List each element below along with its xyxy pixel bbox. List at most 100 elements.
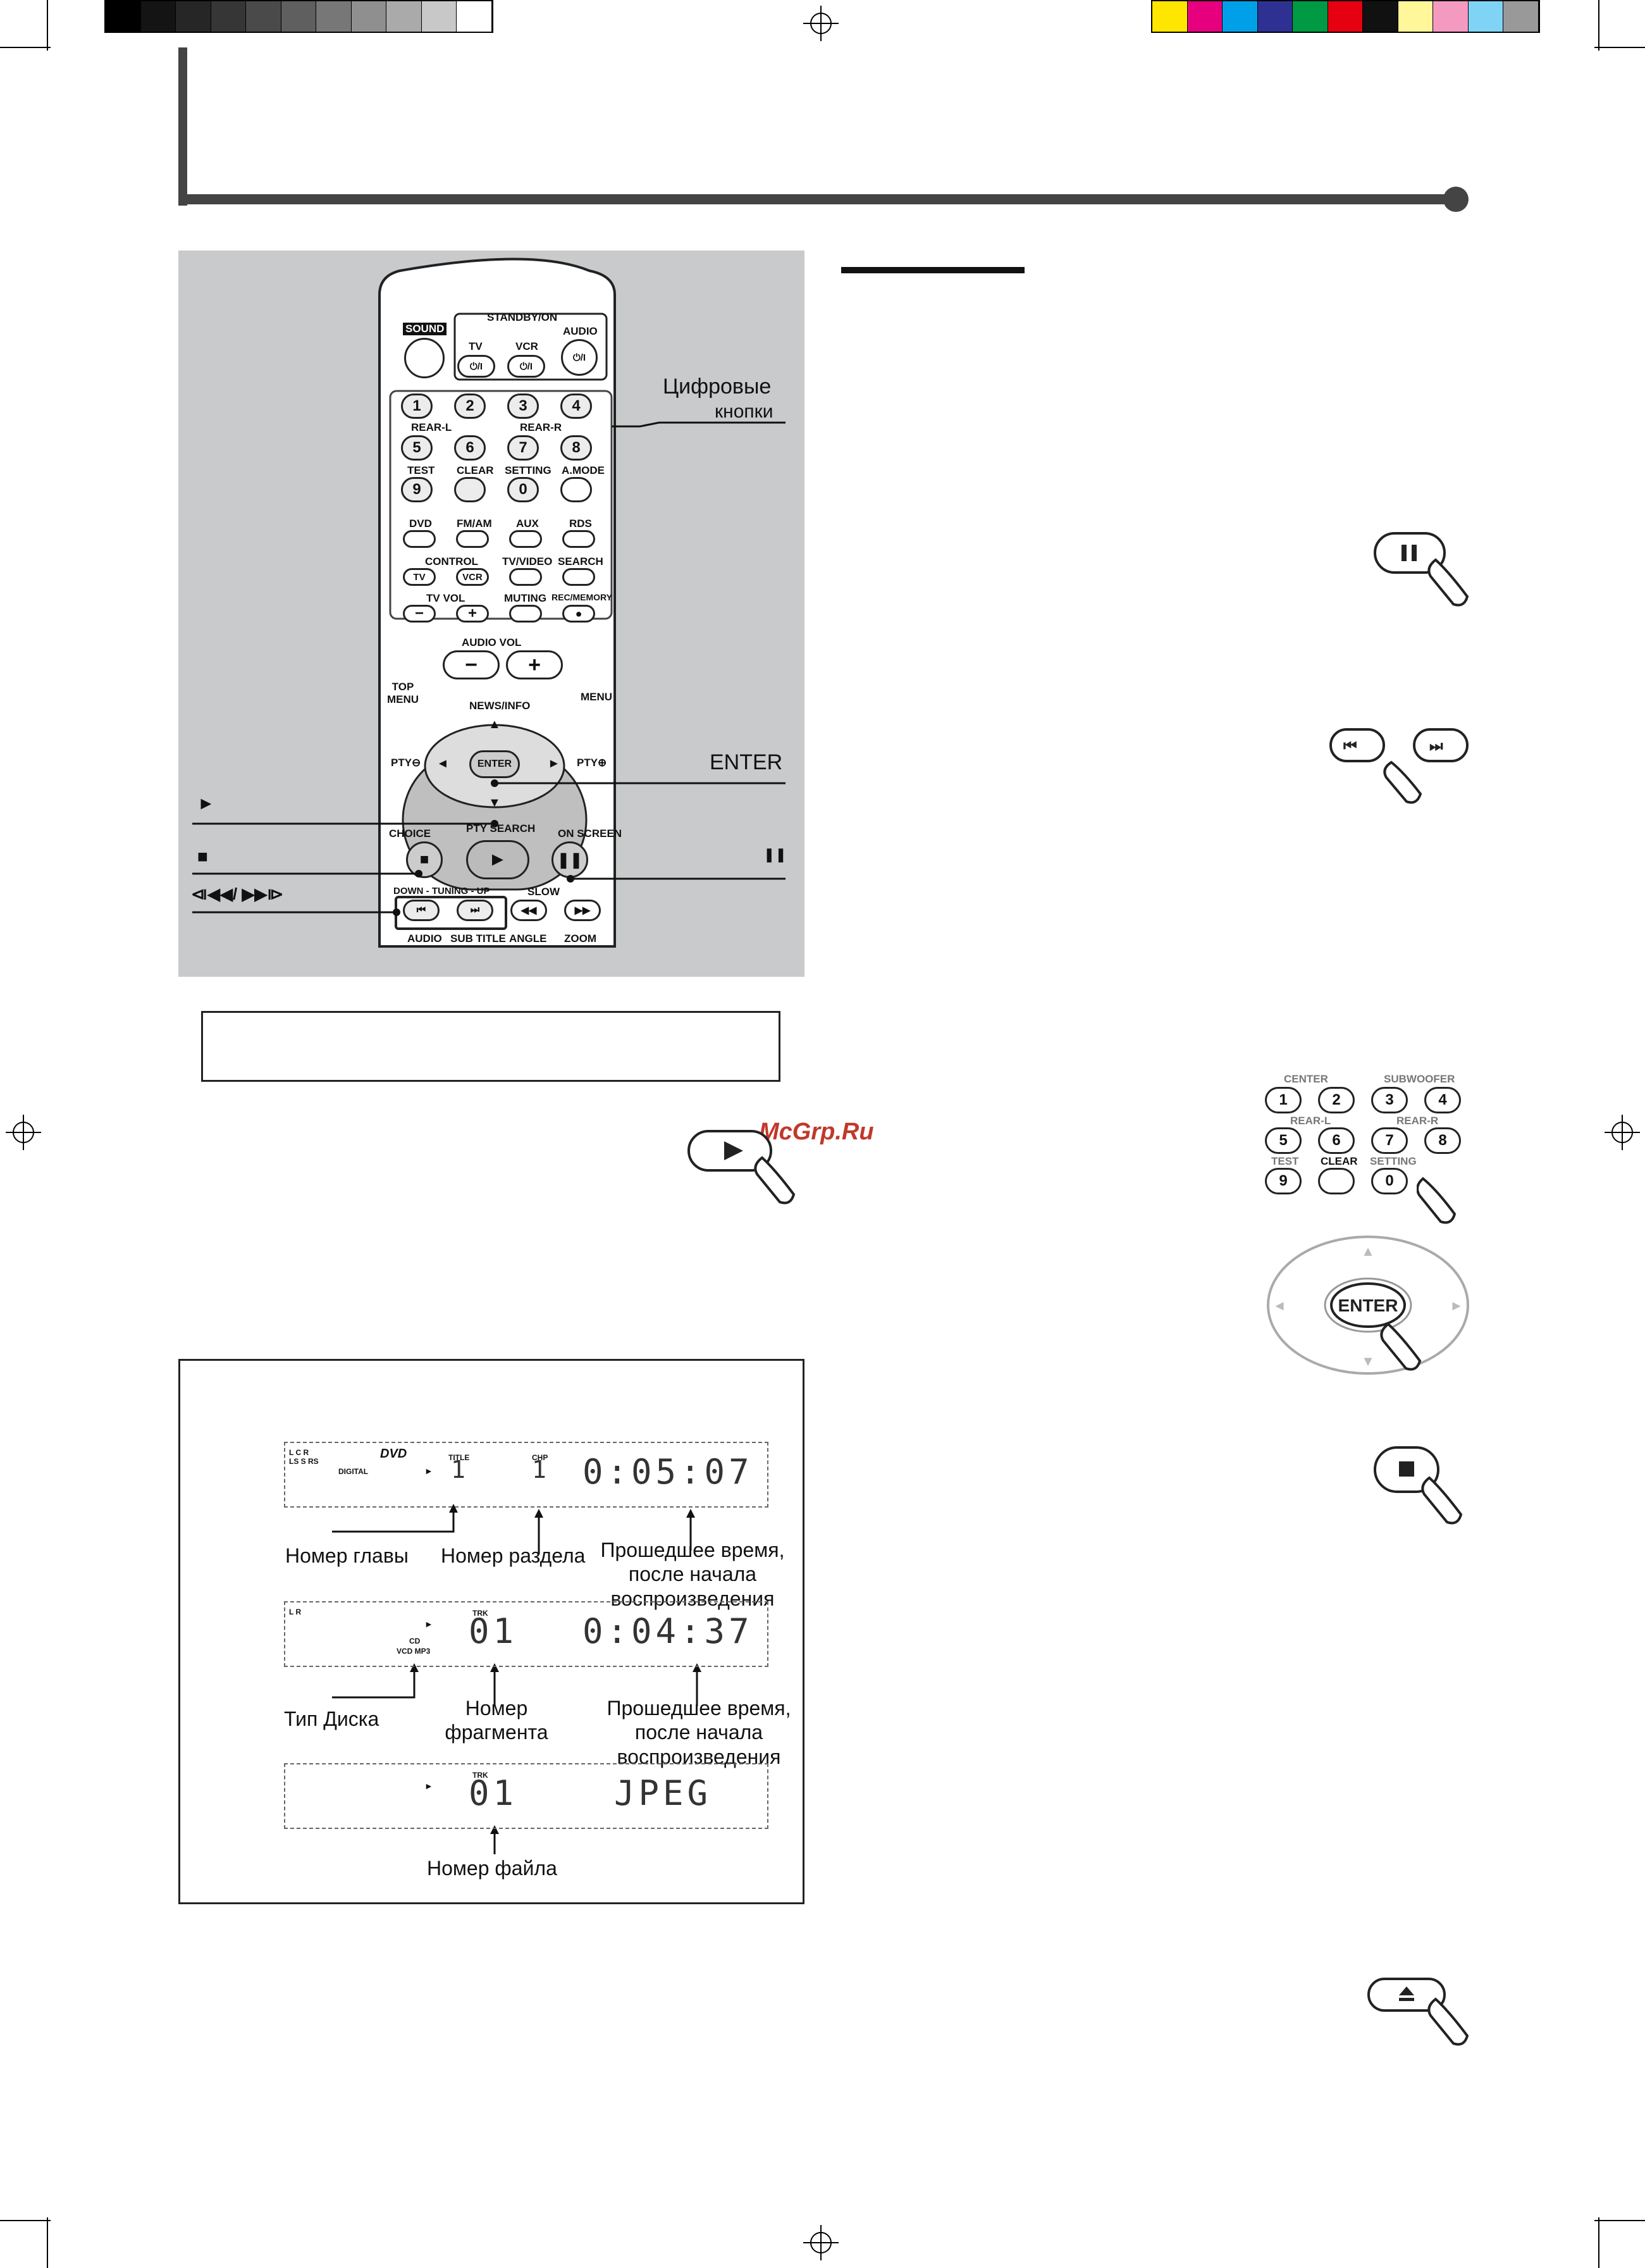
keypad-8-button[interactable]: 8 bbox=[1424, 1127, 1461, 1154]
keypad-6-button[interactable]: 6 bbox=[1318, 1127, 1355, 1154]
keypad-rear-l-label: REAR-L bbox=[1290, 1115, 1331, 1127]
clear-button[interactable] bbox=[454, 477, 486, 502]
fm-am-button[interactable] bbox=[456, 530, 489, 548]
keypad-1-button[interactable]: 1 bbox=[1265, 1087, 1302, 1113]
keypad-setting-label: SETTING bbox=[1370, 1155, 1417, 1167]
sound-label: SOUND bbox=[403, 323, 447, 335]
stop-button[interactable]: ■ bbox=[406, 841, 443, 878]
search-button[interactable] bbox=[562, 568, 595, 586]
pty-search-label: PTY SEARCH bbox=[466, 822, 536, 834]
svg-text:⏮: ⏮ bbox=[1343, 737, 1357, 755]
digit-4-button[interactable]: 4 bbox=[560, 393, 592, 419]
play-button[interactable]: ► bbox=[466, 840, 529, 879]
fm-am-label: FM/AM bbox=[457, 517, 492, 530]
rear-r-label: REAR-R bbox=[520, 421, 562, 433]
digit-9-button[interactable]: 9 bbox=[401, 477, 433, 502]
control-vcr-button[interactable]: VCR bbox=[456, 568, 489, 586]
color-bar-left bbox=[104, 0, 493, 33]
chp-tag: CHP bbox=[532, 1453, 548, 1462]
tv-power-button[interactable]: ⏻/I bbox=[457, 355, 495, 378]
rec-memory-button[interactable]: ● bbox=[562, 605, 595, 623]
rec-memory-label: REC/MEMORY bbox=[551, 592, 612, 602]
color-bar-right-swatch bbox=[1328, 1, 1364, 32]
color-bar-left-swatch bbox=[316, 1, 352, 32]
top-menu-label: TOP MENU bbox=[387, 681, 419, 705]
cd-play-indicator-icon: ► bbox=[424, 1619, 433, 1629]
jpeg-trk-tag: TRK bbox=[472, 1771, 488, 1780]
cursor-down-icon[interactable]: ▼ bbox=[488, 796, 501, 810]
audio-power-button[interactable]: ⏻/I bbox=[561, 339, 598, 376]
digit-7-button[interactable]: 7 bbox=[507, 435, 539, 461]
jpeg-track-digits: 01 bbox=[469, 1773, 518, 1813]
aux-button[interactable] bbox=[509, 530, 542, 548]
cursor-left-icon[interactable]: ◄ bbox=[436, 757, 449, 771]
keypad-5-button[interactable]: 5 bbox=[1265, 1127, 1302, 1154]
section-rule bbox=[841, 267, 1025, 273]
control-label: CONTROL bbox=[425, 555, 479, 567]
keypad-clear-label: CLEAR bbox=[1321, 1155, 1358, 1167]
keypad-7-button[interactable]: 7 bbox=[1371, 1127, 1408, 1154]
slow-back-button[interactable]: ◀◀ bbox=[510, 900, 547, 921]
digit-8-button[interactable]: 8 bbox=[560, 435, 592, 461]
play-callout-symbol: ► bbox=[197, 793, 215, 813]
sound-button[interactable] bbox=[404, 338, 445, 378]
muting-label: MUTING bbox=[504, 592, 547, 604]
digit-5-button[interactable]: 5 bbox=[401, 435, 433, 461]
cd-track-digits: 01 bbox=[469, 1611, 518, 1651]
pause-button[interactable]: ❚❚ bbox=[551, 841, 588, 878]
muting-button[interactable] bbox=[509, 605, 542, 623]
digit-1-button[interactable]: 1 bbox=[401, 393, 433, 419]
keypad-3-button[interactable]: 3 bbox=[1371, 1087, 1408, 1113]
pty-minus-label: PTY⊖ bbox=[391, 757, 421, 769]
svg-text:◄: ◄ bbox=[1272, 1298, 1286, 1313]
keypad-0-button[interactable]: 0 bbox=[1371, 1168, 1408, 1194]
zoom-label: ZOOM bbox=[564, 933, 596, 945]
keypad-9-button[interactable]: 9 bbox=[1265, 1168, 1302, 1194]
color-bar-right-swatch bbox=[1152, 1, 1188, 32]
play-indicator-icon: ► bbox=[424, 1466, 433, 1476]
cursor-up-icon[interactable]: ▲ bbox=[488, 717, 501, 731]
dvd-arrows bbox=[332, 1504, 701, 1854]
keypad-4-button[interactable]: 4 bbox=[1424, 1087, 1461, 1113]
title-tag: TITLE bbox=[448, 1453, 470, 1462]
digit-2-button[interactable]: 2 bbox=[454, 393, 486, 419]
slow-forward-button[interactable]: ▶▶ bbox=[564, 900, 601, 921]
audio-vol-minus-button[interactable]: − bbox=[443, 650, 500, 679]
keypad-test-label: TEST bbox=[1271, 1155, 1299, 1167]
aux-label: AUX bbox=[516, 517, 539, 530]
tv-vol-plus-button[interactable]: + bbox=[456, 605, 489, 623]
a-mode-button[interactable] bbox=[560, 477, 592, 502]
cursor-right-icon[interactable]: ► bbox=[548, 757, 560, 771]
tv-vol-label: TV VOL bbox=[426, 592, 465, 604]
subtitle-label: SUB TITLE bbox=[450, 933, 506, 945]
enter-button[interactable]: ENTER bbox=[469, 750, 520, 778]
color-bar-left-swatch bbox=[246, 1, 281, 32]
rds-label: RDS bbox=[569, 517, 592, 530]
color-bar-right-swatch bbox=[1257, 1, 1293, 32]
dvd-time-digits: 0:05:07 bbox=[582, 1452, 753, 1492]
digit-0-button[interactable]: 0 bbox=[507, 477, 539, 502]
digit-3-button[interactable]: 3 bbox=[507, 393, 539, 419]
skip-forward-button[interactable]: ⏭ bbox=[457, 900, 493, 921]
color-bar-left-swatch bbox=[140, 1, 176, 32]
keypad-clear-button[interactable] bbox=[1318, 1168, 1355, 1194]
control-tv-button[interactable]: TV bbox=[403, 568, 436, 586]
test-label: TEST bbox=[407, 464, 435, 476]
color-bar-right-swatch bbox=[1363, 1, 1398, 32]
color-bar-left-swatch bbox=[106, 1, 141, 32]
digit-6-button[interactable]: 6 bbox=[454, 435, 486, 461]
remote-panel: SOUND STANDBY/ON TV VCR AUDIO ⏻/I ⏻/I ⏻/… bbox=[178, 251, 804, 977]
audio-vol-plus-button[interactable]: + bbox=[506, 650, 563, 679]
vcd-mp3-label: VCD MP3 bbox=[397, 1647, 431, 1656]
vcr-power-button[interactable]: ⏻/I bbox=[507, 355, 545, 378]
tv-video-button[interactable] bbox=[509, 568, 542, 586]
eject-hand-illustration bbox=[1367, 1978, 1469, 2046]
skip-back-button[interactable]: ⏮ bbox=[403, 900, 440, 921]
rds-button[interactable] bbox=[562, 530, 595, 548]
keypad-2-button[interactable]: 2 bbox=[1318, 1087, 1355, 1113]
tv-vol-minus-button[interactable]: − bbox=[403, 605, 436, 623]
slow-label: SLOW bbox=[527, 886, 560, 898]
dvd-button[interactable] bbox=[403, 530, 436, 548]
file-number-label: Номер файла bbox=[427, 1857, 557, 1880]
